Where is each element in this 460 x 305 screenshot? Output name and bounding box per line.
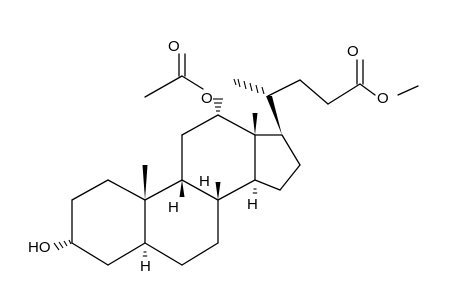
h-c14-label: H (247, 196, 258, 213)
c19-methyl-wedge (142, 165, 148, 200)
c21-methyl-hash (233, 78, 265, 95)
ester-oxygen: O (377, 90, 389, 107)
h-c9-label: H (168, 199, 179, 216)
h-c8-wedge (215, 182, 221, 200)
ring-d (254, 134, 301, 191)
acetate-group (144, 53, 204, 98)
acetate-carbonyl-oxygen: O (168, 38, 180, 55)
h-c14-hash (252, 188, 258, 194)
ester-carbonyl-oxygen: O (347, 43, 359, 60)
h-c9-wedge (179, 180, 185, 197)
ring-c (181, 114, 256, 201)
hydroxyl-label: HO (28, 239, 51, 256)
ring-b (144, 179, 219, 266)
c12-oac-hash (213, 98, 223, 112)
side-chain (267, 59, 419, 105)
c18-methyl-wedge (252, 113, 258, 135)
c17-sidechain-wedge (266, 96, 282, 135)
c3-oh-hash (53, 239, 72, 251)
h-c8-label: H (199, 173, 210, 190)
h-c5-label: H (140, 258, 151, 275)
h-c5-hash (142, 251, 148, 257)
acetate-ester-oxygen: O (201, 90, 213, 107)
ring-a (71, 179, 146, 266)
